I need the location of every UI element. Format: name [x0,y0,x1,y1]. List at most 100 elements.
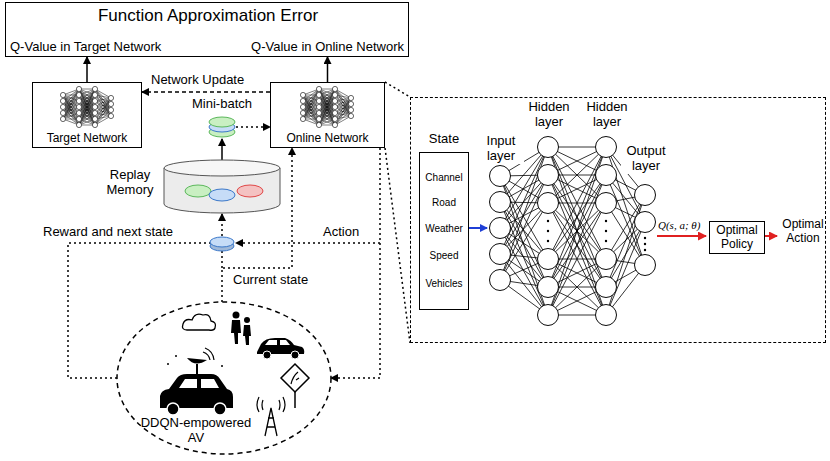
circle-stroke [332,116,337,121]
circle-stroke [108,95,113,100]
circle-stroke [76,104,81,109]
connector [221,139,223,162]
circle-stroke [316,98,321,103]
circle-stroke [348,101,353,106]
circle-stroke [60,92,65,97]
circle-stroke [538,137,559,158]
circle-stroke [332,98,337,103]
circle-stroke [348,95,353,100]
action-branch [236,242,380,244]
path-stroke [203,348,214,360]
node-text: Channel [419,172,469,184]
circle-stroke [547,230,549,232]
circle-stroke [60,98,65,103]
node-text: Function Approximation Error [6,6,410,26]
node-text: Q-Value in Online Network [251,40,404,55]
state-branch [221,251,223,268]
circle-stroke [644,243,646,245]
connector [68,214,222,378]
circle-stroke [316,104,321,109]
circle-stroke [635,185,656,206]
node-box: Optimal Policy [709,221,765,254]
node-text: Q(s, a; θ) [658,219,700,232]
ellipse-stroke [209,189,235,201]
ellipse-stroke [117,302,331,454]
node-text: Hidden layer [582,100,632,130]
edge-label: Reward and next state [42,225,174,240]
node-text: State [419,132,469,147]
circle-stroke [76,92,81,97]
circle-stroke [76,98,81,103]
node-text: DDQN-empowered AV [135,416,257,446]
circle-stroke [605,220,607,222]
circle-stroke [76,116,81,121]
state-arrow [468,227,487,229]
line-stroke [548,147,606,287]
path-stroke [243,325,251,345]
line-stroke [196,364,198,374]
circle-stroke [76,110,81,115]
edge-label: Network Update [150,73,245,88]
circle-stroke [300,110,305,115]
circle-stroke [596,165,617,186]
circle-stroke [332,104,337,109]
circle-stroke [244,317,250,323]
circle-stroke [332,122,337,127]
circle-stroke [538,305,559,326]
circle-stroke [605,230,607,232]
circle-stroke [233,312,240,319]
line-stroke [500,203,548,280]
circle-stroke [300,92,305,97]
circle-stroke [490,218,511,239]
node-text: Output layer [621,144,671,174]
node-box: Replay Memory [100,158,285,214]
line-stroke [548,175,606,315]
circle-stroke [60,104,65,109]
node-text: Online Network [271,132,384,146]
circle-stroke [60,110,65,115]
circle-stroke [635,212,656,233]
circle-stroke [108,101,113,106]
circle-stroke [596,249,617,270]
node-text: Input layer [478,134,524,164]
ellipse-stroke [210,237,234,247]
circle-stroke [596,305,617,326]
path-stroke [167,355,223,367]
node-text: Hidden layer [524,100,574,130]
circle-stroke [92,104,97,109]
connector [142,91,270,93]
circle-stroke [348,113,353,118]
path-stroke [257,397,285,412]
neural-net [300,86,353,127]
node-box: StateChannelRoadWeatherSpeedVehiclesOpti… [410,97,826,343]
circle-stroke [60,116,65,121]
node-box: Target Network [32,82,142,148]
path-stroke [281,364,309,392]
connector [385,82,410,343]
node-text: Road [419,197,469,209]
circle-stroke [538,249,559,270]
node-box: Mini-batch [190,97,254,139]
connector [86,57,88,82]
node-text: Optimal Policy [710,224,764,252]
node-text: Weather [419,223,469,235]
node-box: Function Approximation ErrorQ-Value in T… [5,2,409,57]
circle-stroke [332,86,337,91]
edge-label: Action [322,225,360,240]
circle-stroke [316,92,321,97]
node-text: Mini-batch [190,97,254,112]
circle-stroke [635,255,656,276]
circle-stroke [538,277,559,298]
circle-stroke [263,351,271,359]
transition-disc [210,237,234,251]
circle-stroke [108,113,113,118]
node-text: Replay Memory [100,168,160,198]
circle-stroke [108,107,113,112]
circle-stroke [490,192,511,213]
circle-stroke [316,116,321,121]
circle-stroke [490,244,511,265]
line-stroke [548,147,606,287]
path-stroke [265,340,290,345]
node-text: Target Network [33,132,141,146]
circle-stroke [291,351,299,359]
